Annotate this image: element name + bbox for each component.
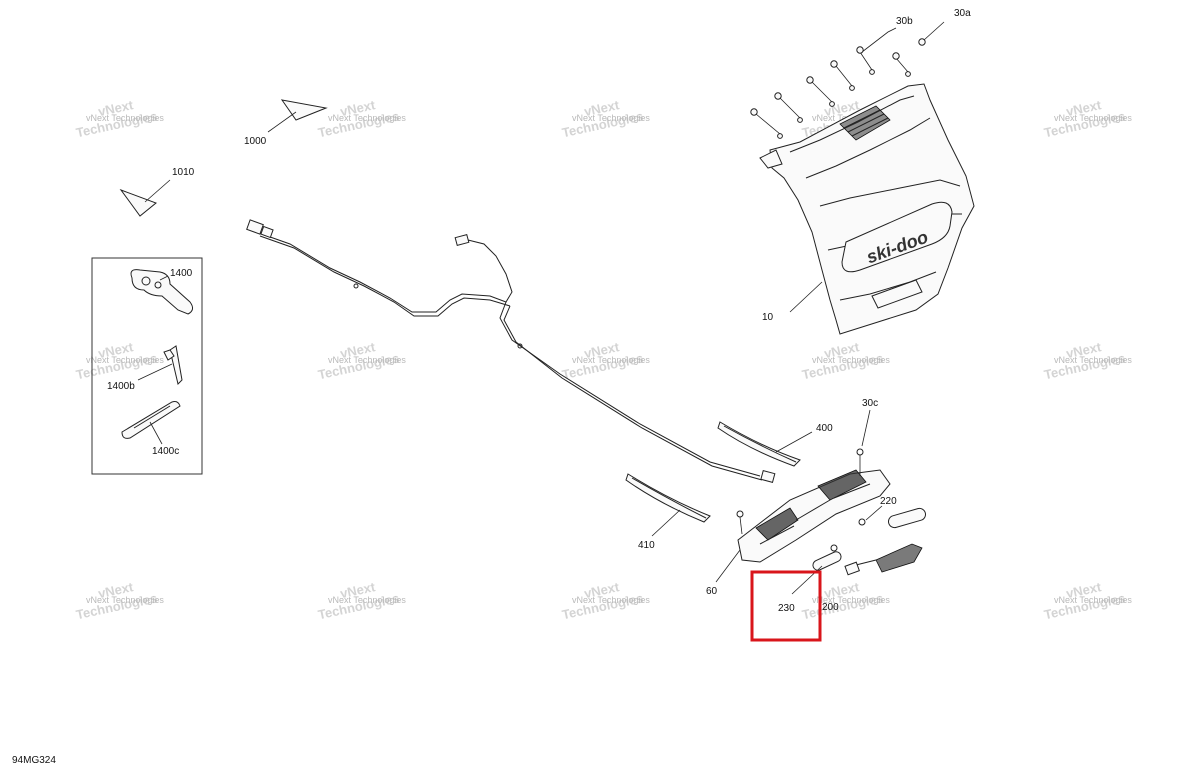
label-30a: 30a	[954, 8, 971, 19]
part-1400b-hex-key[interactable]	[163, 345, 183, 385]
wiring-harness[interactable]	[246, 219, 776, 483]
screw-head	[774, 92, 782, 100]
hardware-30a-30b[interactable]	[750, 21, 945, 139]
highlight-box-230[interactable]	[750, 570, 822, 642]
watermark-brand: vNext	[339, 97, 377, 119]
label-410: 410	[638, 540, 655, 551]
label-220: 220	[880, 496, 897, 507]
watermark-inline: vNext Technologies	[86, 113, 164, 123]
nut	[869, 69, 875, 75]
part-220-lens[interactable]	[858, 505, 927, 529]
screw-head	[918, 38, 926, 46]
watermark-brand: vNext	[97, 579, 135, 601]
watermark-inline: vNext Technologies	[1054, 113, 1132, 123]
part-200-led-module[interactable]	[830, 543, 923, 576]
watermark-brand: vNext	[339, 339, 377, 361]
watermark-inline: vNext Technologies	[572, 113, 650, 123]
part-400-reflector[interactable]	[717, 421, 801, 467]
watermark-inline: vNext Technologies	[86, 355, 164, 365]
watermark-brand: vNext	[1065, 579, 1103, 601]
label-60: 60	[706, 586, 718, 597]
part-1000[interactable]	[267, 99, 328, 133]
nut	[777, 133, 783, 139]
nut	[849, 85, 855, 91]
label-1010: 1010	[172, 167, 195, 178]
part-1400c-strap[interactable]	[121, 401, 181, 439]
watermark-inline: vNext Technologies	[328, 113, 406, 123]
label-1000: 1000	[244, 136, 267, 147]
watermark-inline: vNext Technologies	[1054, 595, 1132, 605]
nut	[829, 101, 835, 107]
nut	[797, 117, 803, 123]
screw-head	[806, 76, 814, 84]
watermark-inline: vNext Technologies	[812, 355, 890, 365]
screw-head	[830, 60, 838, 68]
part-1010[interactable]	[119, 179, 171, 217]
watermark-inline: vNext Technologies	[812, 595, 890, 605]
part-60-headlight-housing[interactable]	[736, 448, 891, 563]
label-200: 200	[822, 602, 839, 613]
part-1400-wrench[interactable]	[130, 269, 194, 315]
watermark-inline: vNext Technologies	[572, 355, 650, 365]
watermark-brand: vNext	[583, 97, 621, 119]
watermark-brand: vNext	[583, 339, 621, 361]
label-1400: 1400	[170, 268, 193, 279]
watermark-inline: vNext Technologies	[86, 595, 164, 605]
label-400: 400	[816, 423, 833, 434]
watermark-brand: vNext	[1065, 97, 1103, 119]
part-410-reflector[interactable]	[625, 473, 711, 523]
part-10-hood-panel[interactable]: ski-doo	[759, 83, 975, 335]
label-30b: 30b	[896, 16, 913, 27]
screw-head	[892, 52, 900, 60]
watermark-inline: vNext Technologies	[1054, 355, 1132, 365]
diagram-code: 94MG324	[12, 755, 56, 766]
label-1400c: 1400c	[152, 446, 179, 457]
watermark-brand: vNext	[97, 97, 135, 119]
watermark-inline: vNext Technologies	[328, 595, 406, 605]
watermark-brand: vNext	[339, 579, 377, 601]
watermark-brand: vNext	[823, 579, 861, 601]
part-230-gasket[interactable]	[791, 550, 843, 595]
watermark-brand: vNext	[583, 579, 621, 601]
label-30c: 30c	[862, 398, 878, 409]
label-10: 10	[762, 312, 774, 323]
hood-vent-grille	[839, 105, 891, 141]
label-1400b: 1400b	[107, 381, 135, 392]
watermark-brand: vNext	[823, 339, 861, 361]
screw-head	[750, 108, 758, 116]
watermark-brand: vNext	[1065, 339, 1103, 361]
watermark-inline: vNext Technologies	[328, 355, 406, 365]
nut	[905, 71, 911, 77]
screw-head	[856, 46, 864, 54]
label-230: 230	[778, 603, 795, 614]
tool-kit-box: 1400 1400b 1400c	[91, 257, 203, 475]
watermark-inline: vNext Technologies	[572, 595, 650, 605]
watermark-brand: vNext	[97, 339, 135, 361]
